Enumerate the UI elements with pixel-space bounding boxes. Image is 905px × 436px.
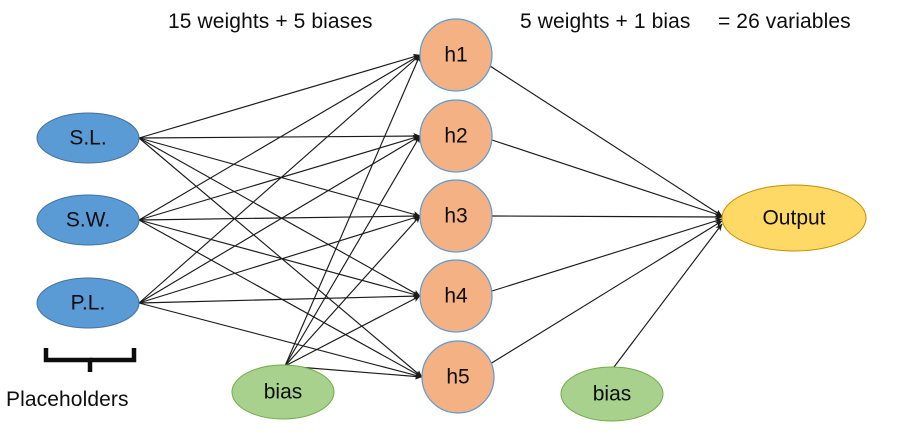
- edge-sw-h1: [138, 54, 421, 221]
- edge-sl-h3: [138, 137, 421, 218]
- node-hidden-h2[interactable]: h2: [419, 99, 493, 173]
- node-hidden-h4[interactable]: h4: [419, 259, 493, 333]
- edge-sw-h2: [138, 134, 421, 221]
- edge-pl-h5: [138, 302, 423, 379]
- node-bias-output[interactable]: bias: [560, 366, 664, 422]
- node-bias-hidden-label: bias: [264, 381, 303, 404]
- input-nodes: S.L. S.W. P.L.: [36, 112, 140, 329]
- edge-sl-h1: [138, 53, 421, 139]
- annotation-output-layer-params: 5 weights + 1 bias: [520, 10, 691, 33]
- edge-h3-out: [491, 213, 723, 221]
- edge-h5-out: [489, 220, 723, 365]
- edge-h1-out: [489, 65, 723, 217]
- annotation-hidden-layer-params: 15 weights + 5 biases: [168, 10, 373, 33]
- edge-pl-h3: [138, 214, 421, 304]
- node-bias-output-label: bias: [593, 383, 632, 406]
- edge-sl-h4: [138, 137, 421, 297]
- edge-pl-h4: [138, 293, 421, 304]
- node-hidden-h3-label: h3: [444, 205, 467, 228]
- node-bias-hidden[interactable]: bias: [231, 364, 335, 420]
- node-input-sl-label: S.L.: [69, 127, 106, 150]
- edge-h4-out: [491, 218, 723, 292]
- edge-sw-h5: [138, 219, 423, 378]
- node-hidden-h4-label: h4: [444, 285, 468, 308]
- edge-bias-h1: [284, 54, 421, 367]
- annotation-total-variables: = 26 variables: [718, 10, 851, 33]
- node-input-sl[interactable]: S.L.: [36, 112, 140, 164]
- edge-sw-h4: [138, 219, 421, 298]
- node-hidden-h5[interactable]: h5: [421, 340, 495, 414]
- node-hidden-h1[interactable]: h1: [419, 18, 493, 92]
- node-hidden-h5-label: h5: [446, 366, 469, 389]
- edges-input-to-hidden: [138, 53, 423, 379]
- node-hidden-h2-label: h2: [444, 125, 467, 148]
- edge-bias-h4: [284, 295, 421, 367]
- placeholders-label: Placeholders: [6, 388, 129, 411]
- node-input-pl-label: P.L.: [71, 292, 106, 315]
- node-hidden-h1-label: h1: [444, 44, 467, 67]
- node-input-pl[interactable]: P.L.: [36, 277, 140, 329]
- edge-pl-h1: [138, 54, 421, 304]
- hidden-nodes: h1 h2 h3 h4 h5: [419, 18, 495, 414]
- edge-bias-h3: [284, 215, 421, 367]
- node-input-sw-label: S.W.: [66, 209, 110, 232]
- edge-bias-h2: [284, 135, 421, 367]
- node-output-label: Output: [762, 207, 825, 230]
- node-input-sw[interactable]: S.W.: [36, 194, 140, 246]
- edge-bias-out: [613, 223, 723, 368]
- bias-nodes: bias bias: [231, 364, 664, 422]
- node-output[interactable]: Output: [721, 184, 867, 252]
- edge-h2-out: [491, 139, 723, 217]
- node-hidden-h3[interactable]: h3: [419, 179, 493, 253]
- edge-sl-h5: [138, 137, 423, 378]
- edges-hidden-to-output: [489, 65, 723, 368]
- placeholders-bracket: [43, 348, 137, 372]
